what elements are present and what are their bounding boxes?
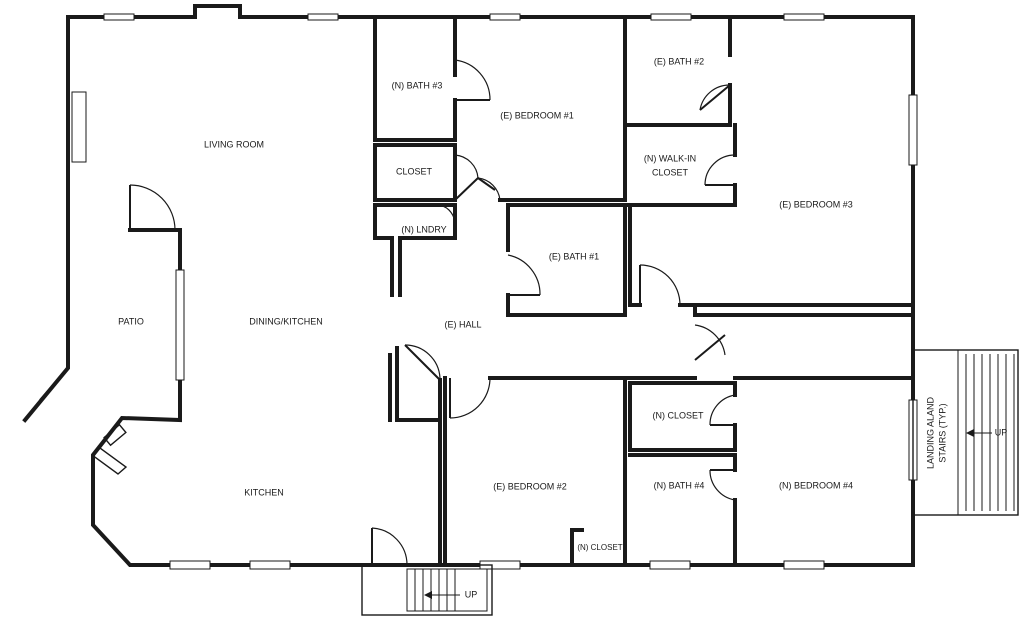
- label-e-bedroom-1: (E) BEDROOM #1: [500, 110, 574, 120]
- label-e-bath-1: (E) BATH #1: [549, 251, 599, 261]
- label-n-bedroom-4: (N) BEDROOM #4: [779, 480, 853, 490]
- door-swings: [39, 59, 736, 566]
- label-landing-2: STAIRS (TYP.): [937, 403, 947, 462]
- bay-window: [90, 423, 128, 475]
- label-e-bedroom-2: (E) BEDROOM #2: [493, 481, 567, 491]
- label-patio: PATIO: [118, 316, 144, 326]
- label-n-bath-3: (N) BATH #3: [392, 80, 443, 90]
- label-n-walkin-1: (N) WALK-IN: [644, 153, 696, 163]
- label-e-bath-2: (E) BATH #2: [654, 56, 704, 66]
- right-stairs: [912, 349, 1019, 516]
- room-labels: LIVING ROOM PATIO DINING/KITCHEN KITCHEN…: [118, 56, 853, 552]
- label-closet: CLOSET: [396, 166, 433, 176]
- label-up-bottom: UP: [465, 589, 478, 599]
- label-n-closet: (N) CLOSET: [652, 410, 704, 420]
- label-n-closet-small: (N) CLOSET: [577, 543, 622, 552]
- label-n-bath-4: (N) BATH #4: [654, 480, 705, 490]
- label-kitchen: KITCHEN: [244, 487, 284, 497]
- label-up-right: UP: [995, 427, 1008, 437]
- top-bump: [193, 4, 242, 19]
- label-dining-kitchen: DINING/KITCHEN: [249, 316, 323, 326]
- windows: [71, 13, 918, 570]
- bottom-stairs: [361, 564, 493, 616]
- label-landing-1: LANDING ALAND: [925, 396, 935, 469]
- label-n-lndry: (N) LNDRY: [401, 224, 446, 234]
- label-e-hall: (E) HALL: [444, 319, 481, 329]
- label-n-walkin-2: CLOSET: [652, 167, 689, 177]
- stair-labels: LANDING ALAND STAIRS (TYP.) UP UP: [465, 396, 1008, 599]
- label-e-bedroom-3: (E) BEDROOM #3: [779, 199, 853, 209]
- label-living-room: LIVING ROOM: [204, 139, 264, 149]
